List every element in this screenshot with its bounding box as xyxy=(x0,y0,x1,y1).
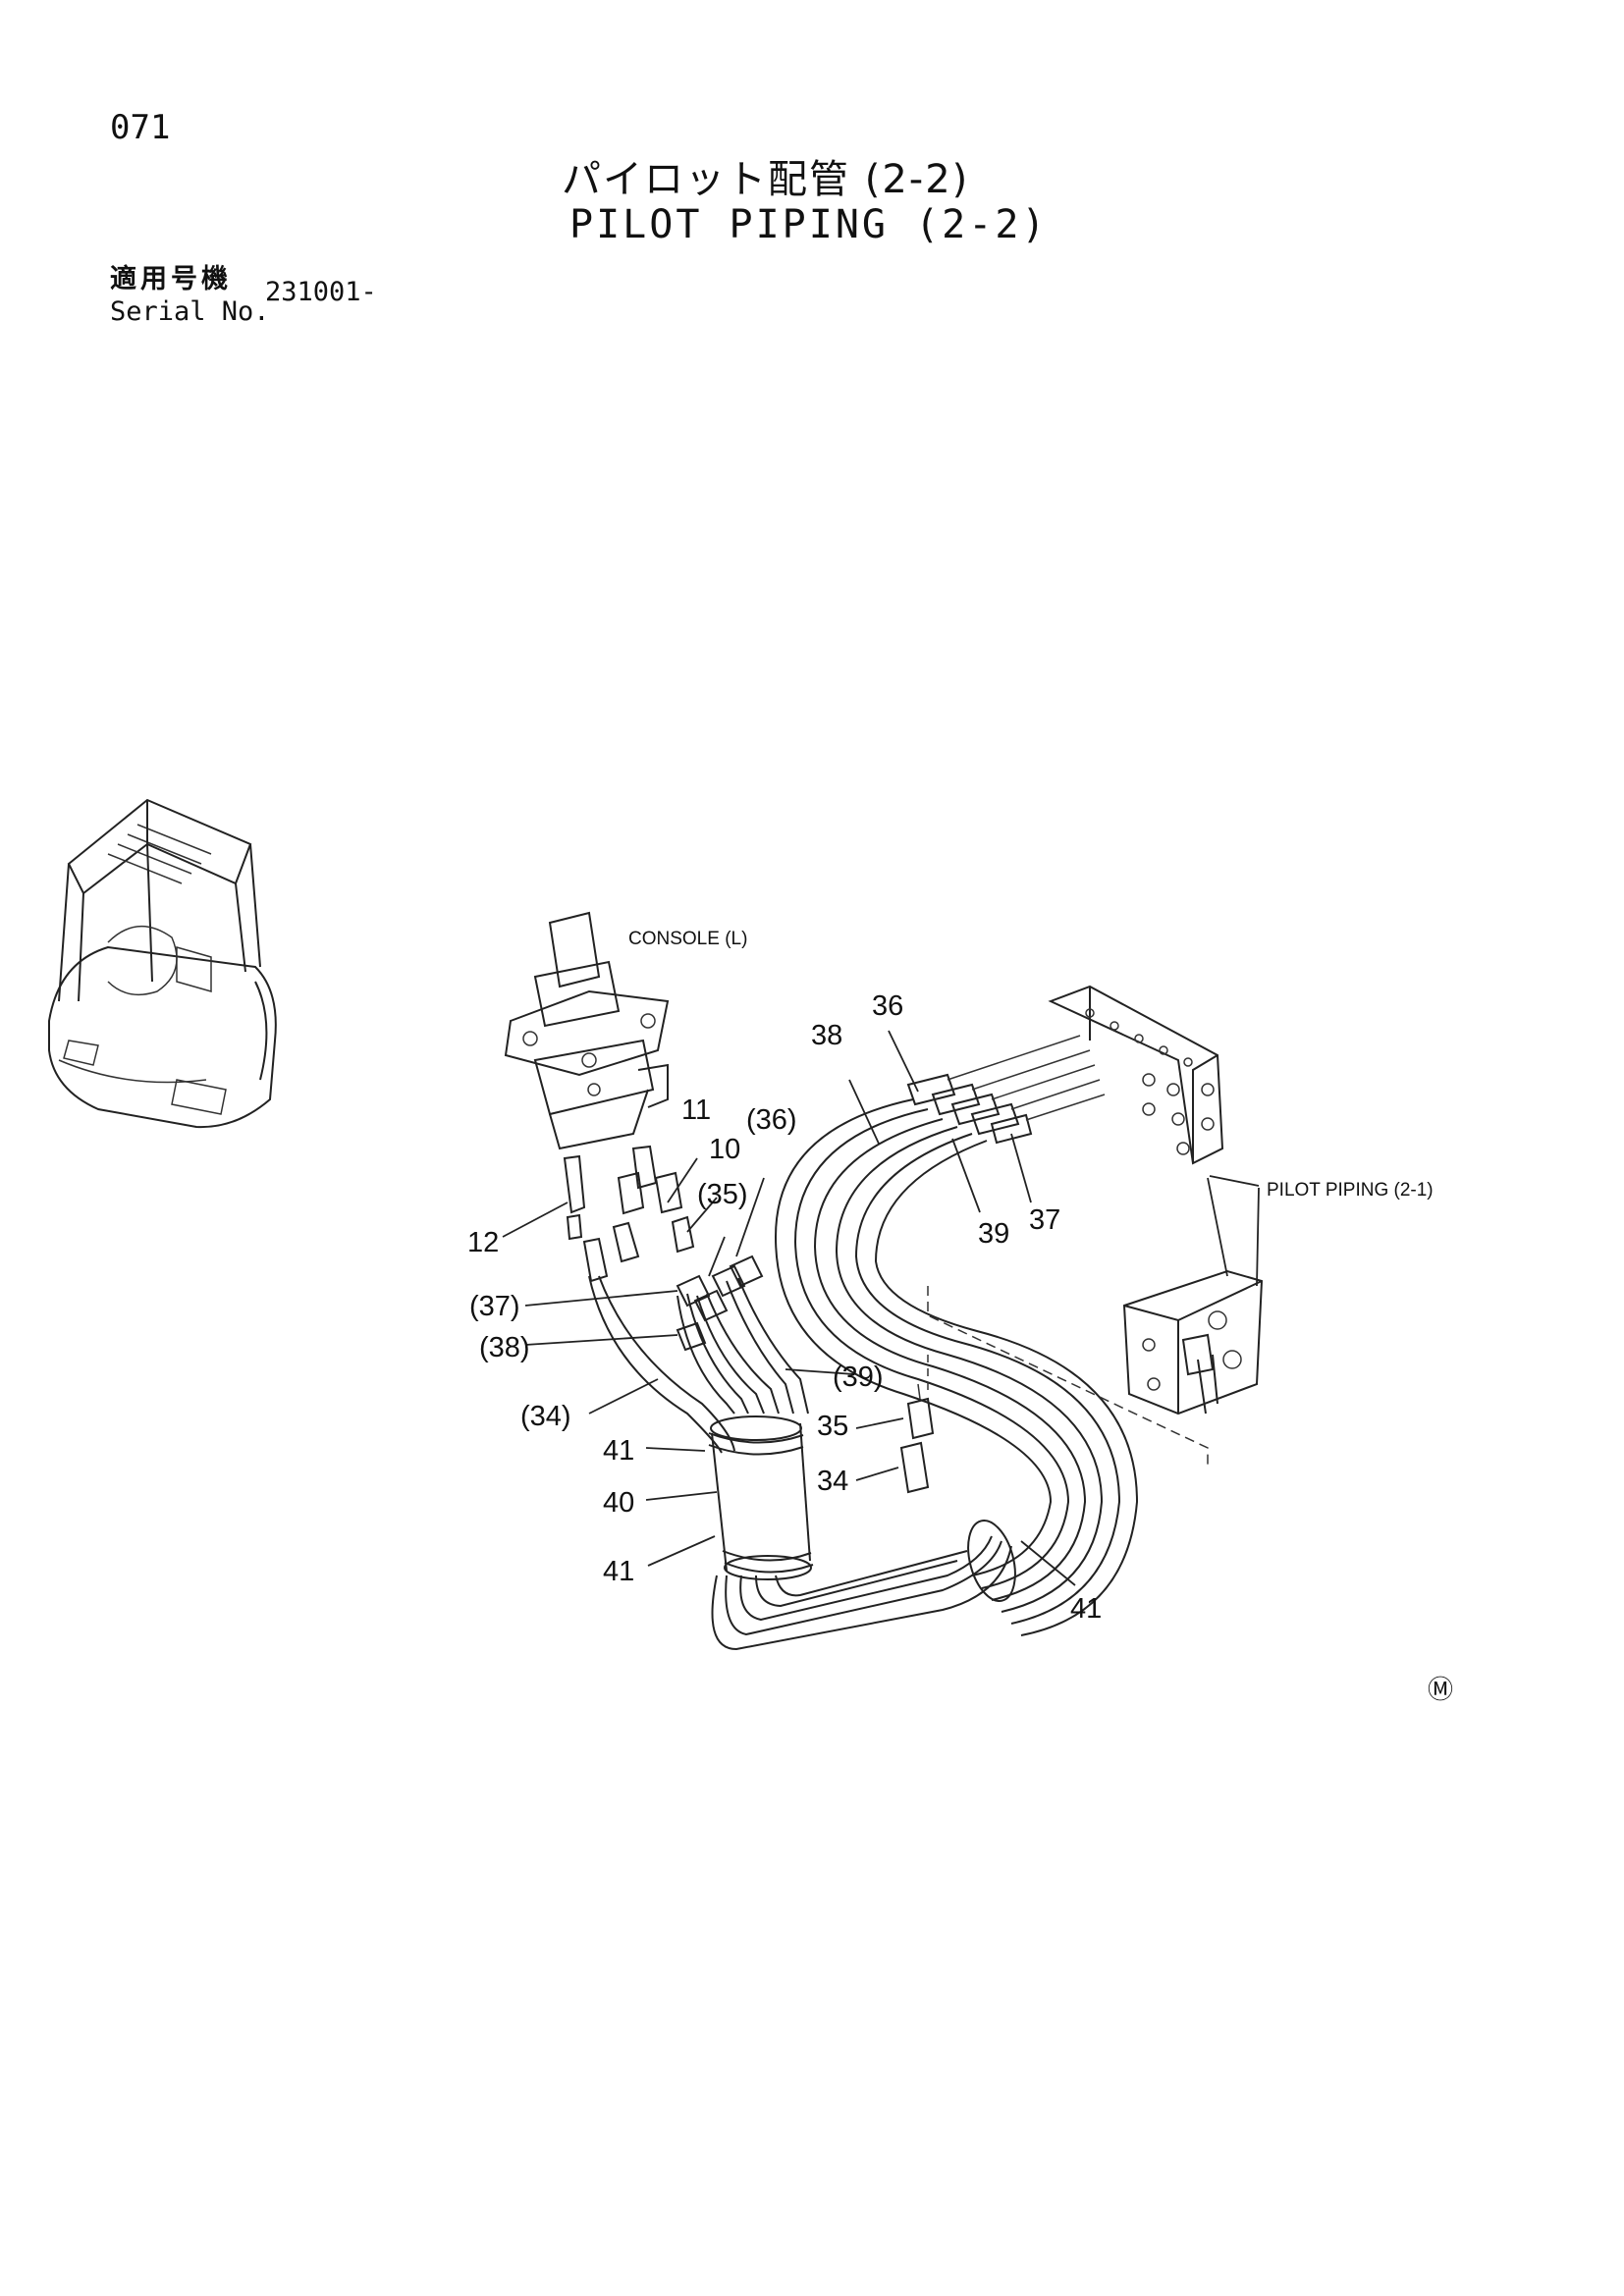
callout-34-paren: (34) xyxy=(520,1401,571,1432)
callout-39-paren: (39) xyxy=(833,1362,884,1393)
excavator-cab-thumbnail xyxy=(48,798,277,1129)
serial-label-japanese: 適用号機 xyxy=(110,264,232,294)
page-title-japanese: パイロット配管 (2-2) xyxy=(562,157,970,202)
callout-39: 39 xyxy=(978,1218,1009,1250)
callout-12: 12 xyxy=(467,1227,499,1258)
inline-fittings xyxy=(899,1383,935,1494)
callout-40: 40 xyxy=(603,1487,634,1519)
hose-bundle-left xyxy=(588,1255,809,1454)
valve-block xyxy=(1122,1175,1264,1415)
callout-34: 34 xyxy=(817,1466,848,1497)
page-title-english: PILOT PIPING (2-2) xyxy=(569,202,1049,247)
hose-bundle-right xyxy=(774,1035,1139,1636)
callout-36-paren: (36) xyxy=(746,1104,797,1136)
page-number: 071 xyxy=(110,108,171,147)
callout-41-c: 41 xyxy=(1070,1593,1102,1625)
console-label: CONSOLE (L) xyxy=(628,929,747,949)
model-mark-symbol: Ⓜ xyxy=(1428,1675,1453,1704)
mounting-bracket xyxy=(1048,985,1224,1165)
pilot-control-valve xyxy=(504,911,670,1150)
callout-41-a: 41 xyxy=(603,1435,634,1467)
callout-37: 37 xyxy=(1029,1204,1060,1236)
reference-lines xyxy=(927,1286,1209,1468)
callout-10: 10 xyxy=(709,1134,740,1165)
pilot-piping-ref-label: PILOT PIPING (2-1) xyxy=(1267,1180,1434,1201)
callout-35: 35 xyxy=(817,1411,848,1442)
callout-36-top: 36 xyxy=(872,990,903,1022)
callout-38-top: 38 xyxy=(811,1020,842,1051)
hose-bundle-lower xyxy=(711,1520,1016,1651)
callout-11: 11 xyxy=(681,1095,711,1126)
serial-number-value: 231001- xyxy=(265,277,377,307)
callout-38-paren: (38) xyxy=(479,1332,530,1363)
callout-35-paren: (35) xyxy=(697,1179,748,1210)
callout-41-b: 41 xyxy=(603,1556,634,1587)
valve-fittings xyxy=(563,1145,695,1283)
callout-37-paren: (37) xyxy=(469,1291,520,1322)
callout-leaders xyxy=(502,1030,1076,1586)
protective-sleeve xyxy=(708,1415,814,1580)
serial-label-english: Serial No. xyxy=(110,296,270,327)
